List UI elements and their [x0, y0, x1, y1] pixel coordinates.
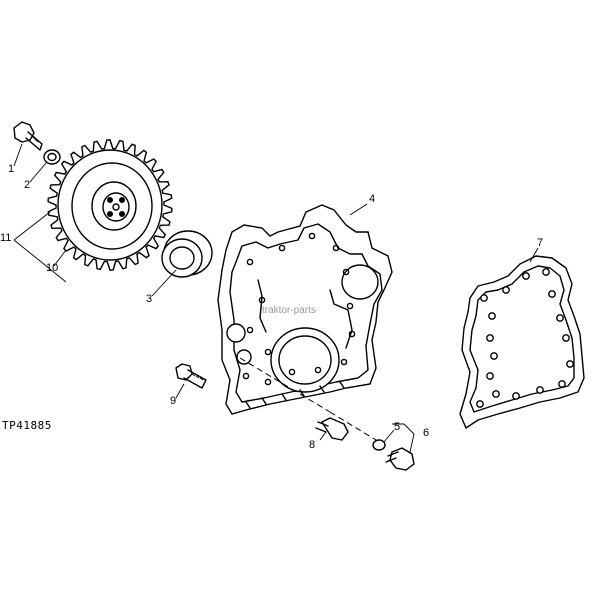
callout-6: 6 — [423, 427, 430, 439]
callout-11: 11 — [0, 232, 12, 244]
callout-8: 8 — [309, 439, 316, 451]
callout-7: 7 — [537, 237, 544, 249]
callout-3: 3 — [146, 293, 153, 305]
cap-screw-part-9 — [175, 363, 207, 389]
front-plate-part-4 — [217, 204, 393, 415]
gear-part-10 — [47, 139, 173, 271]
callout-2: 2 — [24, 179, 31, 191]
callout-1: 1 — [8, 163, 15, 175]
callout-10: 10 — [46, 262, 59, 274]
cap-screw-part-8 — [315, 417, 349, 441]
callout-5: 5 — [394, 421, 401, 433]
callout-4: 4 — [369, 193, 376, 205]
callout-9: 9 — [170, 395, 177, 407]
figure-id: TP41885 — [2, 419, 52, 432]
assembly-line — [239, 357, 377, 441]
watermark: traktor-parts — [262, 305, 316, 316]
plug-part-6 — [385, 447, 415, 471]
leader-lines — [13, 143, 539, 453]
cap-screw-part-1 — [13, 121, 43, 151]
seal-part-3 — [161, 230, 213, 278]
gasket-part-7 — [459, 255, 585, 429]
washer-part-2 — [43, 149, 61, 165]
washer-part-5 — [372, 439, 386, 451]
